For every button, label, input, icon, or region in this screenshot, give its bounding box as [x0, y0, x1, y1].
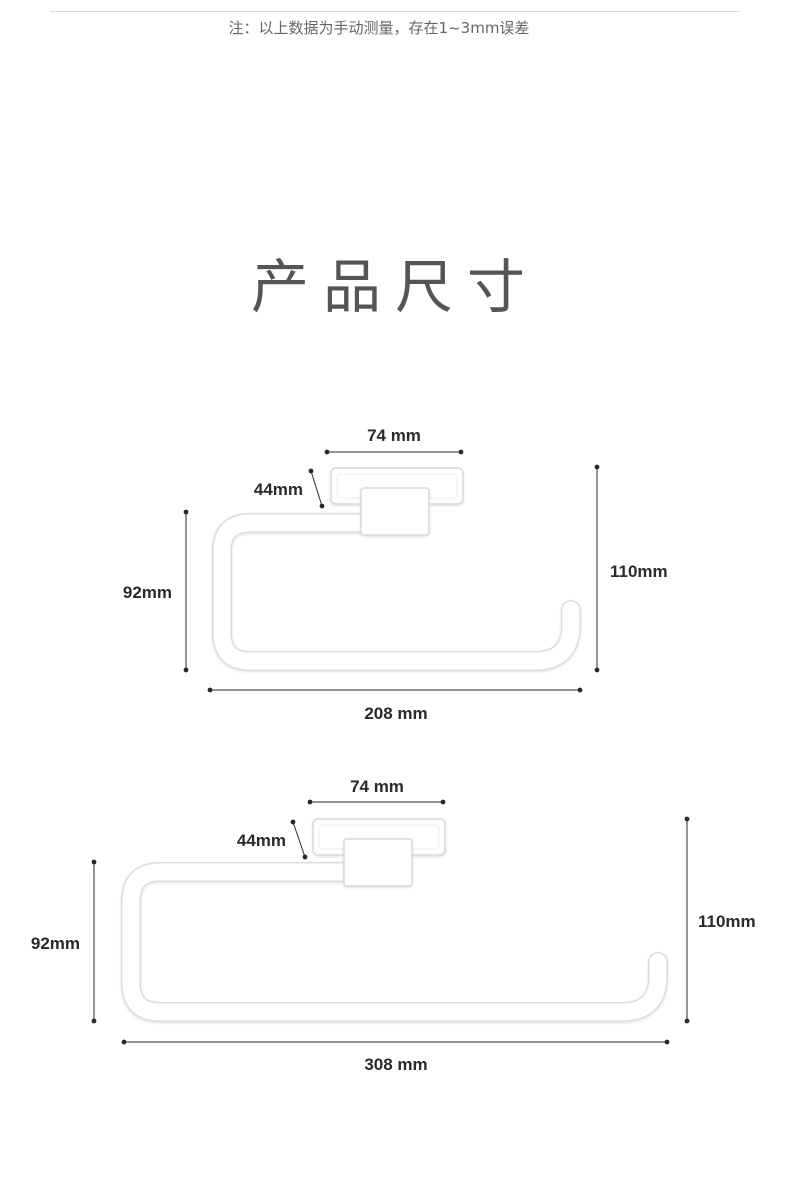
page-title: 产品尺寸: [250, 253, 539, 321]
dim-line-total-height-1: [594, 464, 600, 673]
towel-holder-2-bar: [122, 863, 667, 1021]
mount-block-1: [360, 487, 430, 536]
label-base-width-2: 74 mm: [350, 777, 404, 796]
dim-line-base-depth-2: [290, 819, 308, 860]
label-total-length-1: 208 mm: [364, 704, 427, 723]
label-hook-height-2: 92mm: [31, 934, 80, 953]
dim-line-hook-height-1: [183, 509, 189, 673]
label-base-width-1: 74 mm: [367, 426, 421, 445]
dim-line-hook-height-2: [91, 859, 97, 1024]
label-total-length-2: 308 mm: [364, 1055, 427, 1074]
towel-holder-2-outline: [121, 862, 668, 1022]
label-base-depth-2: 44mm: [237, 831, 286, 850]
towel-holder-1-outline: [212, 513, 581, 671]
measurement-note: 注：以上数据为手动测量，存在1~3mm误差: [228, 19, 530, 37]
dim-line-base-depth-1: [308, 468, 325, 509]
label-base-depth-1: 44mm: [254, 480, 303, 499]
dim-line-total-length-1: [207, 687, 583, 693]
product-2: 74 mm 44mm 92mm 110mm 308 mm: [31, 777, 756, 1074]
product-1: 74 mm 44mm 92mm 110mm 208 mm: [123, 426, 668, 723]
dim-line-base-width-1: [324, 449, 464, 455]
label-hook-height-1: 92mm: [123, 583, 172, 602]
mount-block-2: [343, 838, 413, 887]
top-divider: [50, 11, 740, 12]
label-total-height-2: 110mm: [698, 912, 756, 931]
dim-line-base-width-2: [307, 799, 446, 805]
dim-line-total-height-2: [684, 816, 690, 1024]
label-total-height-1: 110mm: [610, 562, 668, 581]
dim-line-total-length-2: [121, 1039, 670, 1045]
towel-holder-1-bar: [213, 514, 580, 670]
